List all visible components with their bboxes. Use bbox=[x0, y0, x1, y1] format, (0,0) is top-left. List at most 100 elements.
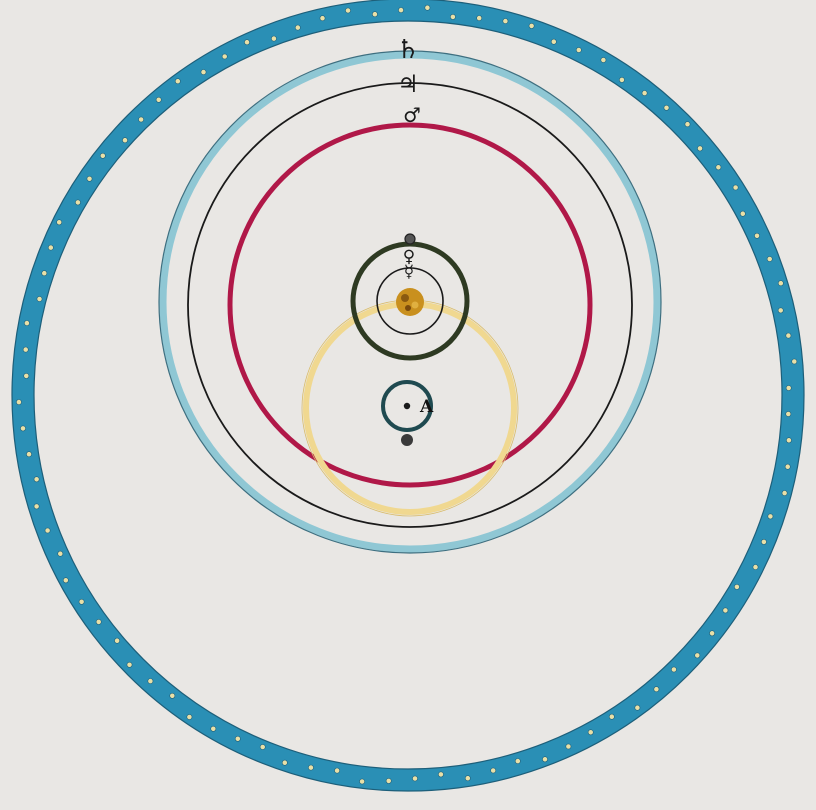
star-dot bbox=[450, 14, 455, 19]
star-dot bbox=[187, 714, 192, 719]
sun bbox=[396, 288, 424, 316]
star-dot bbox=[360, 779, 365, 784]
star-dot bbox=[786, 333, 791, 338]
star-dot bbox=[465, 776, 470, 781]
star-dot bbox=[477, 16, 482, 21]
star-dot bbox=[792, 359, 797, 364]
star-dot bbox=[778, 281, 783, 286]
star-dot bbox=[58, 551, 63, 556]
star-dot bbox=[100, 153, 105, 158]
star-dot bbox=[697, 146, 702, 151]
star-dot bbox=[271, 36, 276, 41]
star-dot bbox=[515, 759, 520, 764]
star-dot bbox=[170, 693, 175, 698]
star-dot bbox=[308, 765, 313, 770]
star-dot bbox=[786, 438, 791, 443]
star-dot bbox=[48, 245, 53, 250]
venus-planet bbox=[405, 234, 415, 244]
star-dot bbox=[601, 57, 606, 62]
star-dot bbox=[491, 768, 496, 773]
star-dot bbox=[642, 91, 647, 96]
star-dot bbox=[716, 165, 721, 170]
star-dot bbox=[609, 714, 614, 719]
star-dot bbox=[75, 200, 80, 205]
star-dot bbox=[412, 776, 417, 781]
star-dot bbox=[761, 539, 766, 544]
star-dot bbox=[654, 687, 659, 692]
star-dot bbox=[785, 464, 790, 469]
star-dot bbox=[26, 452, 31, 457]
star-dot bbox=[201, 70, 206, 75]
star-dot bbox=[671, 667, 676, 672]
star-dot bbox=[695, 653, 700, 658]
star-dot bbox=[24, 373, 29, 378]
star-dot bbox=[335, 768, 340, 773]
star-dot bbox=[79, 599, 84, 604]
star-dot bbox=[235, 736, 240, 741]
star-dot bbox=[588, 730, 593, 735]
star-dot bbox=[34, 477, 39, 482]
star-dot bbox=[139, 117, 144, 122]
sun-spot bbox=[405, 305, 411, 311]
star-dot bbox=[542, 757, 547, 762]
star-dot bbox=[566, 744, 571, 749]
moon bbox=[401, 434, 413, 446]
star-dot bbox=[551, 39, 556, 44]
star-dot bbox=[96, 619, 101, 624]
star-dot bbox=[425, 5, 430, 10]
star-dot bbox=[786, 411, 791, 416]
star-dot bbox=[723, 608, 728, 613]
star-dot bbox=[753, 565, 758, 570]
star-dot bbox=[345, 8, 350, 13]
sun-disc bbox=[396, 288, 424, 316]
star-dot bbox=[529, 23, 534, 28]
star-dot bbox=[685, 122, 690, 127]
star-dot bbox=[16, 400, 21, 405]
star-dot bbox=[222, 54, 227, 59]
star-dot bbox=[20, 426, 25, 431]
star-dot bbox=[372, 12, 377, 17]
star-dot bbox=[175, 79, 180, 84]
star-dot bbox=[768, 514, 773, 519]
sun-spot bbox=[412, 302, 419, 309]
star-dot bbox=[438, 772, 443, 777]
star-dot bbox=[786, 385, 791, 390]
fixed-stars-ring-inner-edge bbox=[34, 21, 782, 769]
star-dot bbox=[503, 19, 508, 24]
star-dot bbox=[576, 47, 581, 52]
star-dot bbox=[782, 491, 787, 496]
star-dot bbox=[148, 679, 153, 684]
star-dot bbox=[127, 662, 132, 667]
earth bbox=[404, 403, 410, 409]
star-dot bbox=[156, 97, 161, 102]
star-dot bbox=[23, 347, 28, 352]
star-dot bbox=[57, 220, 62, 225]
sun-spot bbox=[401, 294, 409, 302]
star-dot bbox=[733, 185, 738, 190]
star-dot bbox=[767, 256, 772, 261]
star-dot bbox=[24, 321, 29, 326]
mars-symbol: ♂ bbox=[403, 103, 421, 127]
star-dot bbox=[244, 40, 249, 45]
star-dot bbox=[740, 211, 745, 216]
star-dot bbox=[37, 296, 42, 301]
star-dot bbox=[260, 744, 265, 749]
jupiter-symbol: ♃ bbox=[397, 69, 419, 98]
earth-label: A bbox=[419, 397, 434, 417]
star-dot bbox=[282, 760, 287, 765]
star-dot bbox=[710, 631, 715, 636]
sun-orbit bbox=[306, 304, 514, 512]
star-dot bbox=[211, 726, 216, 731]
star-dot bbox=[664, 105, 669, 110]
star-dot bbox=[734, 584, 739, 589]
star-dot bbox=[34, 504, 39, 509]
star-dot bbox=[778, 308, 783, 313]
star-dot bbox=[754, 233, 759, 238]
star-dot bbox=[320, 16, 325, 21]
star-dot bbox=[87, 176, 92, 181]
star-dot bbox=[635, 705, 640, 710]
saturn-symbol: ♄ bbox=[396, 35, 419, 65]
star-dot bbox=[122, 138, 127, 143]
star-dot bbox=[42, 271, 47, 276]
